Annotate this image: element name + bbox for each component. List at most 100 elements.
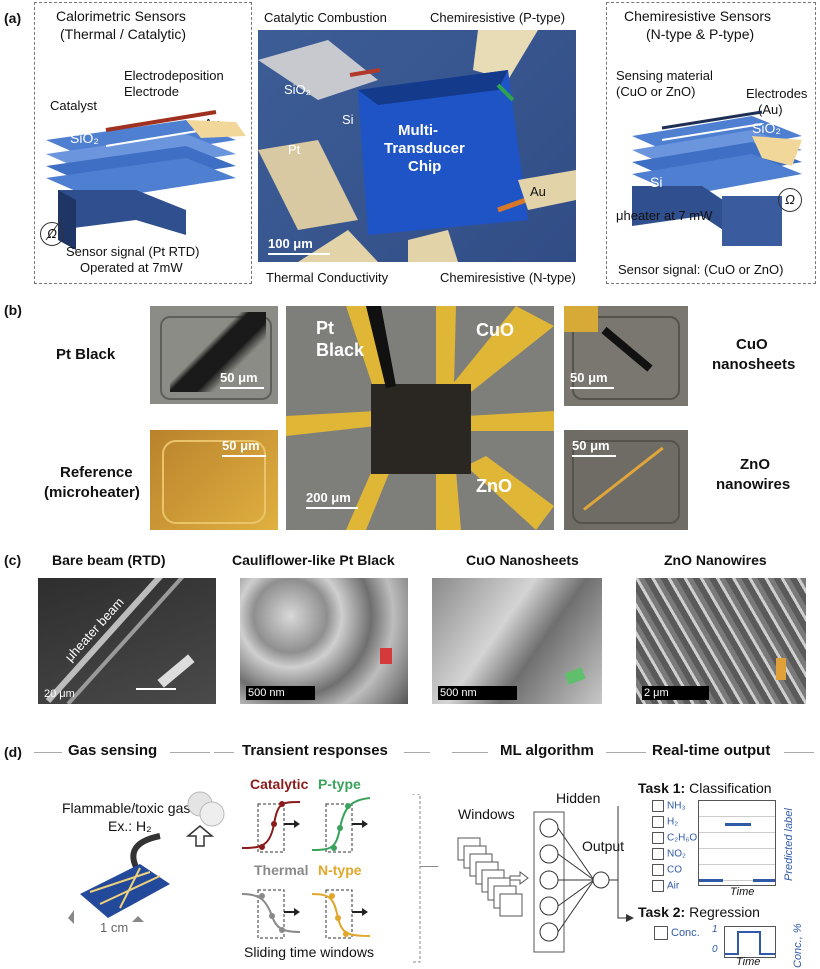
conc-legend: Conc. <box>654 926 700 940</box>
pt-black-label: Pt Black <box>56 346 116 363</box>
reference-image: 50 μm <box>150 430 278 530</box>
omega-icon-right: Ω <box>778 188 802 212</box>
header-gas-sensing: Gas sensing <box>68 742 158 759</box>
center-cuo-label: CuO <box>476 320 514 340</box>
cuo-nanosheets-label-1: CuO <box>736 336 768 353</box>
electrodeposition-label: Electrodeposition <box>124 68 224 83</box>
conc-label: Conc. <box>671 926 700 939</box>
panel-c-letter: (c) <box>4 552 22 568</box>
sio2-label-right: SiO₂ <box>752 120 781 136</box>
chemiresistive-diagram <box>632 110 802 246</box>
reference-label: Reference <box>60 464 133 481</box>
panel-a-letter: (a) <box>4 10 22 26</box>
sensor-signal-pt-rtd: Sensor signal (Pt RTD) <box>66 244 200 259</box>
class-item: H₂ <box>652 816 697 832</box>
hidden-label: Hidden <box>556 790 601 806</box>
zno-nanowires-label-1: ZnO <box>740 456 770 473</box>
task1-bold: Task 1: <box>638 780 686 796</box>
sem-scale-500nm-cuo: 500 nm <box>438 686 517 700</box>
sensor-signal-cuo-zno: Sensor signal: (CuO or ZnO) <box>618 262 784 277</box>
class-item: NH₃ <box>652 800 697 816</box>
thermal-label: Thermal <box>254 862 309 878</box>
y-axis-1: 1 <box>712 924 718 935</box>
y-axis-0: 0 <box>712 944 718 955</box>
chip-label-3: Chip <box>408 158 442 175</box>
sem-scale-2um: 2 μm <box>642 686 709 700</box>
electrode-label: Electrode <box>124 84 179 99</box>
one-cm-label: 1 cm <box>100 920 129 935</box>
header-transient: Transient responses <box>242 742 388 759</box>
thermal-conductivity-label: Thermal Conductivity <box>266 270 389 285</box>
chemiresistive-title-1: Chemiresistive Sensors <box>624 8 772 24</box>
electrodes-au-label: (Au) <box>758 102 783 117</box>
ptype-label: P-type <box>318 776 361 792</box>
sem-title-zno: ZnO Nanowires <box>664 552 767 568</box>
catalyst-label: Catalyst <box>50 98 97 113</box>
task1-label: Task 1: Classification <box>638 780 772 796</box>
center-pt-label: Pt <box>316 318 334 338</box>
sem-title-cuo: CuO Nanosheets <box>466 552 579 568</box>
chemiresistive-box <box>606 2 816 284</box>
sem-zno: 2 μm <box>636 578 806 704</box>
sem-title-bare-beam: Bare beam (RTD) <box>52 552 166 568</box>
center-chip-micrograph: Pt Black CuO ZnO 200 μm <box>286 306 554 530</box>
scale-100um-text: 100 μm <box>268 236 313 251</box>
time-label-1: Time <box>730 886 755 898</box>
au-label-center: Au <box>530 184 546 199</box>
sensing-material-sub: (CuO or ZnO) <box>616 84 696 99</box>
pt-black-image: 50 μm <box>150 306 278 404</box>
center-black-label: Black <box>316 340 365 360</box>
class-item: C₂H₆O <box>652 832 697 848</box>
class-item: NO₂ <box>652 848 697 864</box>
calorimetric-diagram <box>45 110 246 250</box>
calorimetric-title-1: Calorimetric Sensors <box>56 8 186 24</box>
panel-d-letter: (d) <box>4 744 22 760</box>
reference-sub: (microheater) <box>44 484 140 501</box>
conc-axis-label: Conc., % <box>792 923 804 968</box>
gas-sensing-illustration <box>68 791 225 924</box>
zno-nanowires-label-2: nanowires <box>716 476 791 493</box>
neural-network-diagram <box>457 806 634 953</box>
task2-rest: Regression <box>685 904 760 920</box>
calorimetric-title-2: (Thermal / Catalytic) <box>60 26 187 42</box>
sio2-label-center: SiO₂ <box>284 82 311 97</box>
scale-50um-cuo: 50 μm <box>570 370 614 389</box>
pt-label-center: Pt <box>288 142 301 157</box>
ntype-label: N-type <box>318 862 362 878</box>
sem-title-pt-black: Cauliflower-like Pt Black <box>232 552 395 568</box>
transient-curves <box>242 794 421 963</box>
gas-example-label: Ex.: H₂ <box>108 818 152 834</box>
catalytic-label: Catalytic <box>250 776 309 792</box>
calorimetric-box <box>34 2 252 284</box>
cuo-nanosheets-label-2: nanosheets <box>712 356 796 373</box>
sio2-label-left: SiO₂ <box>70 130 99 146</box>
regression-plot <box>724 926 776 958</box>
scale-50um-ref: 50 μm <box>222 438 266 457</box>
chemiresistive-p-label: Chemiresistive (P-type) <box>430 10 566 25</box>
omega-symbol-right: Ω <box>785 192 795 207</box>
si-label-right: Si <box>650 174 663 190</box>
sem-scale-500nm-pt: 500 nm <box>246 686 315 700</box>
windows-label: Windows <box>458 806 515 822</box>
center-zno-label: ZnO <box>476 476 512 496</box>
scale-100um: 100 μm <box>268 236 330 255</box>
cuo-image: 50 μm <box>564 306 688 406</box>
sem-cuo: 500 nm <box>432 578 602 704</box>
omega-icon-left: Ω <box>40 222 64 246</box>
micrograph-drawing <box>286 306 554 530</box>
sliding-windows-label: Sliding time windows <box>244 944 374 960</box>
catalytic-combustion-label: Catalytic Combustion <box>264 10 387 25</box>
flammable-gas-label: Flammable/toxic gas <box>62 800 191 816</box>
sem-bare-beam: μheater beam 20 μm <box>38 578 216 704</box>
time-label-2: Time <box>736 956 761 968</box>
chemiresistive-title-2: (N-type & P-type) <box>646 26 755 42</box>
chip-photo: SiO₂ Si Pt Au Multi- Transducer Chip 100… <box>258 30 576 262</box>
task2-label: Task 2: Regression <box>638 904 760 920</box>
predicted-label-axis: Predicted label <box>783 808 795 881</box>
task2-bold: Task 2: <box>638 904 686 920</box>
sem-scale-20um: 20 μm <box>44 688 75 700</box>
scale-50um-pt: 50 μm <box>220 370 264 389</box>
chip-label-1: Multi- <box>398 122 438 139</box>
header-ml: ML algorithm <box>500 742 594 759</box>
si-label-left: Si <box>196 180 209 196</box>
